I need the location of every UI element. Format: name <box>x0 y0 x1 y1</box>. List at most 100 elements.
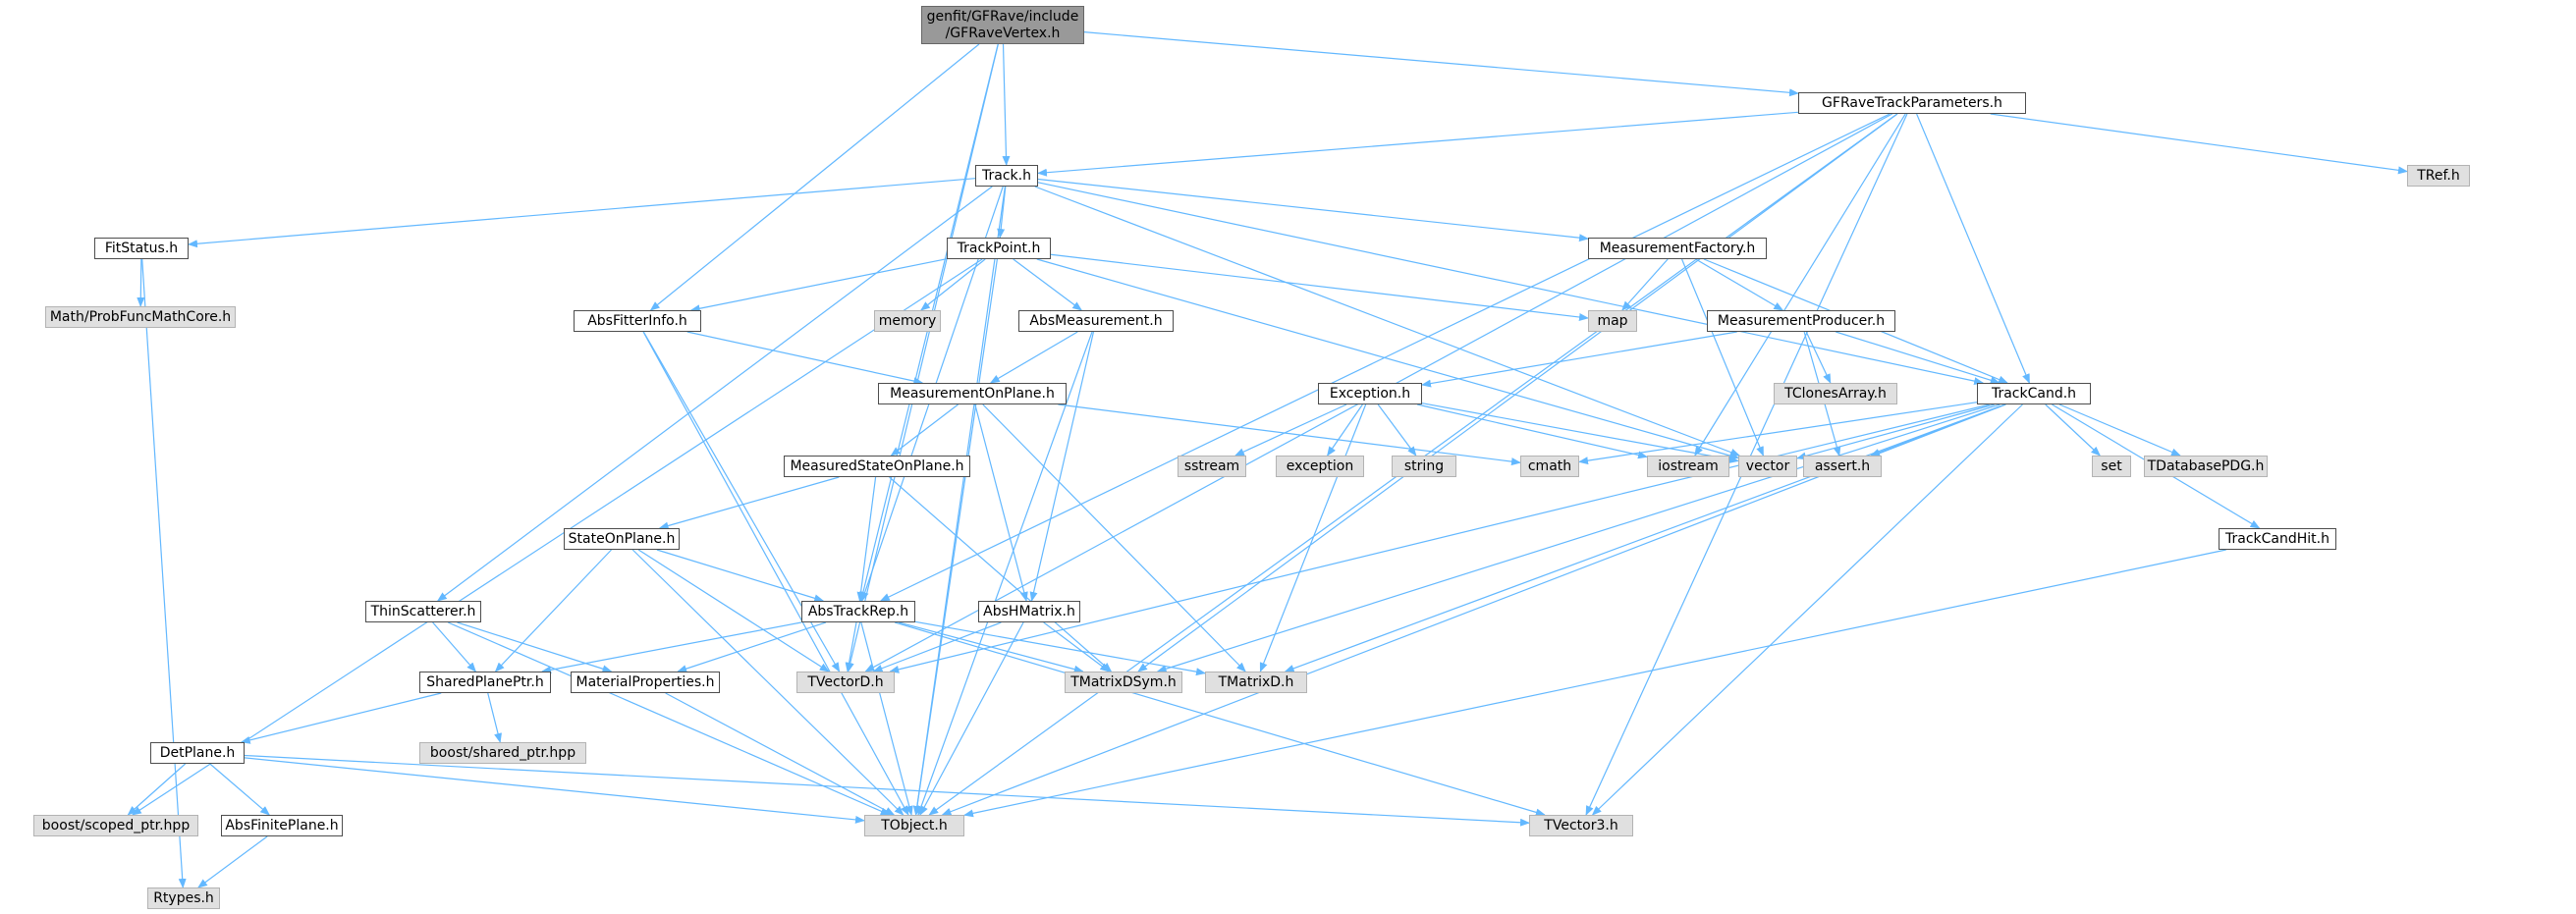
node-tobject: TObject.h <box>864 815 964 836</box>
edge-measfactory-to-measproducer <box>1695 258 1784 311</box>
node-exception_h[interactable]: Exception.h <box>1318 383 1422 404</box>
node-label: set <box>2101 457 2122 474</box>
node-tdatabase: TDatabasePDG.h <box>2144 456 2268 477</box>
node-label: ThinScatterer.h <box>370 603 476 619</box>
edge-root-to-track <box>1002 43 1011 166</box>
node-label: cmath <box>1527 457 1572 474</box>
edge-trackpoint-to-boostscoped <box>131 258 983 816</box>
edge-trackcand-to-tdatabase <box>2058 403 2181 457</box>
node-absfitter[interactable]: AbsFitterInfo.h <box>574 310 701 332</box>
node-absfinite[interactable]: AbsFinitePlane.h <box>221 815 343 836</box>
node-label: AbsHMatrix.h <box>983 603 1075 619</box>
node-label: Exception.h <box>1329 385 1411 402</box>
edge-fitstatus-to-rtypes <box>141 258 187 888</box>
edge-sharedplane-to-detplane <box>240 692 442 744</box>
edge-detplane-to-absfinite <box>209 763 270 816</box>
node-measonplane[interactable]: MeasurementOnPlane.h <box>878 383 1067 404</box>
node-cmath: cmath <box>1520 456 1579 477</box>
node-thinscatterer[interactable]: ThinScatterer.h <box>365 601 481 622</box>
node-boostshared: boost/shared_ptr.hpp <box>419 742 586 764</box>
node-map: map <box>1588 310 1637 332</box>
node-label: TRef.h <box>2417 167 2460 184</box>
node-trackcand[interactable]: TrackCand.h <box>1977 383 2091 404</box>
node-label: Track.h <box>982 167 1031 184</box>
node-boostscoped: boost/scoped_ptr.hpp <box>33 815 198 836</box>
edge-trackpoint-to-absmeas <box>1013 258 1083 311</box>
node-gfrave[interactable]: GFRaveTrackParameters.h <box>1798 92 2026 114</box>
node-tclones: TClonesArray.h <box>1774 383 1897 404</box>
edge-stateonplane-to-abstrackrep <box>656 549 825 603</box>
node-measproducer[interactable]: MeasurementProducer.h <box>1707 310 1895 332</box>
node-trackpoint[interactable]: TrackPoint.h <box>947 238 1051 259</box>
node-trackcandhit[interactable]: TrackCandHit.h <box>2219 528 2336 550</box>
edge-trackpoint-to-memory <box>920 258 986 311</box>
edge-trackcand-to-cmath <box>1578 402 1978 465</box>
edge-gfrave-to-tmatrixdsym <box>1137 113 1898 672</box>
node-tref: TRef.h <box>2407 165 2470 187</box>
edge-root-to-absfitter <box>649 43 980 311</box>
node-sstream: sstream <box>1178 456 1246 477</box>
node-sharedplane[interactable]: SharedPlanePtr.h <box>419 672 551 693</box>
node-label: SharedPlanePtr.h <box>426 673 544 690</box>
edge-track-to-vector <box>1034 186 1741 457</box>
node-tmatrixdsym: TMatrixDSym.h <box>1065 672 1182 693</box>
node-tmatrixd: TMatrixD.h <box>1205 672 1307 693</box>
node-label: TObject.h <box>881 817 948 833</box>
edge-trackcand-to-tmatrixd <box>1284 403 2005 672</box>
edge-measproducer-to-trackcand <box>1836 331 2001 385</box>
node-stateonplane[interactable]: StateOnPlane.h <box>564 528 680 550</box>
edge-absfitter-to-tobject <box>642 331 909 816</box>
node-iostream: iostream <box>1647 456 1729 477</box>
node-set: set <box>2092 456 2131 477</box>
node-exception: exception <box>1276 456 1364 477</box>
node-label: AbsFinitePlane.h <box>225 817 339 833</box>
edge-abstrackrep-to-tobject <box>860 621 913 816</box>
node-vector: vector <box>1738 456 1797 477</box>
node-label: StateOnPlane.h <box>568 530 676 547</box>
edge-matprops-to-tobject <box>665 692 896 816</box>
node-fitstatus[interactable]: FitStatus.h <box>94 238 189 259</box>
node-measfactory[interactable]: MeasurementFactory.h <box>1588 238 1767 259</box>
edge-abshmatrix-to-tvectord <box>872 621 1002 672</box>
edge-exception_h-to-exception <box>1327 403 1363 457</box>
node-label: TrackCandHit.h <box>2225 530 2329 547</box>
node-label: map <box>1597 312 1628 329</box>
node-label: TClonesArray.h <box>1784 385 1887 402</box>
node-track[interactable]: Track.h <box>975 165 1038 187</box>
node-abshmatrix[interactable]: AbsHMatrix.h <box>978 601 1080 622</box>
node-measstate[interactable]: MeasuredStateOnPlane.h <box>784 456 970 477</box>
edge-abstrackrep-to-tvector3 <box>894 621 1546 817</box>
edge-stateonplane-to-tvectord <box>637 549 830 672</box>
node-assert: assert.h <box>1803 456 1882 477</box>
node-detplane[interactable]: DetPlane.h <box>150 742 245 764</box>
edge-abshmatrix-to-tobject <box>919 621 1024 816</box>
node-root[interactable]: genfit/GFRave/include/GFRaveVertex.h <box>921 6 1084 44</box>
node-abstrackrep[interactable]: AbsTrackRep.h <box>801 601 915 622</box>
edge-absfinite-to-rtypes <box>197 835 268 888</box>
edge-trackpoint-to-vector <box>1036 258 1739 459</box>
node-matprops[interactable]: MaterialProperties.h <box>571 672 720 693</box>
node-label: vector <box>1745 457 1790 474</box>
edge-gfrave-to-track <box>1037 111 1799 177</box>
node-label: TMatrixD.h <box>1218 673 1294 690</box>
node-label: AbsTrackRep.h <box>807 603 909 619</box>
node-label: /GFRaveVertex.h <box>945 25 1061 41</box>
edge-thinscatterer-to-matprops <box>457 621 613 673</box>
edge-trackcandhit-to-tobject <box>963 549 2226 818</box>
edge-absfitter-to-measonplane <box>686 331 924 386</box>
edge-abstrackrep-to-sharedplane <box>541 621 802 674</box>
edge-measproducer-to-exception_h <box>1421 331 1737 388</box>
node-label: AbsMeasurement.h <box>1029 312 1163 329</box>
edge-thinscatterer-to-sharedplane <box>432 621 477 672</box>
node-label: TrackPoint.h <box>957 240 1041 256</box>
edge-sharedplane-to-boostshared <box>487 692 502 743</box>
edge-exception_h-to-sstream <box>1234 403 1347 457</box>
edge-trackcand-to-set <box>2045 403 2101 457</box>
edge-absmeas-to-tobject <box>917 331 1093 816</box>
node-label: TMatrixDSym.h <box>1070 673 1177 690</box>
node-absmeas[interactable]: AbsMeasurement.h <box>1018 310 1174 332</box>
node-label: TDatabasePDG.h <box>2147 457 2265 474</box>
edge-gfrave-to-tref <box>1990 113 2408 175</box>
node-string: string <box>1392 456 1456 477</box>
edge-exception_h-to-string <box>1377 403 1417 457</box>
